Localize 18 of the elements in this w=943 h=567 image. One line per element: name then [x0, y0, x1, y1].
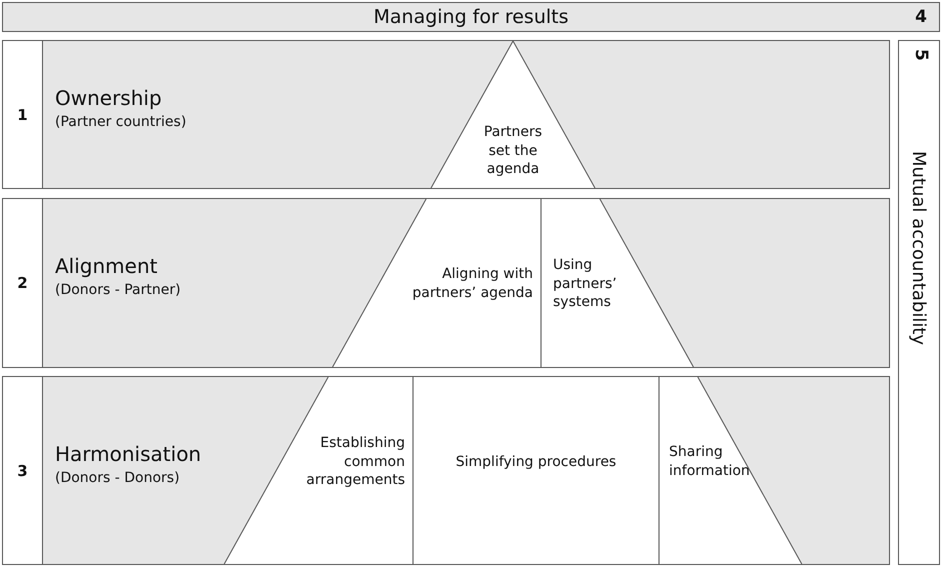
pyramid-label: Using partners’ systems: [553, 234, 635, 334]
side-band: [898, 40, 940, 565]
pyramid-label: Sharing information: [669, 407, 761, 517]
band-title: Managing for results: [373, 6, 569, 28]
subtitle-text: (Donors - Partner): [55, 282, 181, 298]
number-label: 5: [911, 49, 931, 61]
pyramid-label: Partners set the agenda: [475, 116, 551, 186]
number-label: 4: [915, 7, 927, 27]
heading-text: Ownership: [55, 86, 162, 110]
subtitle-text: (Donors - Donors): [55, 470, 180, 486]
header-band: [2, 2, 940, 32]
side-title: Mutual accountability: [908, 151, 929, 346]
heading-text: Alignment: [55, 254, 158, 278]
pyramid-label: Establishing common arrangements: [265, 407, 405, 517]
pyramid-label: Simplifying procedures: [413, 407, 659, 517]
subtitle-text: (Partner countries): [55, 114, 186, 130]
pyramid-label: Aligning with partners’ agenda: [388, 234, 533, 334]
heading-text: Harmonisation: [55, 442, 202, 466]
